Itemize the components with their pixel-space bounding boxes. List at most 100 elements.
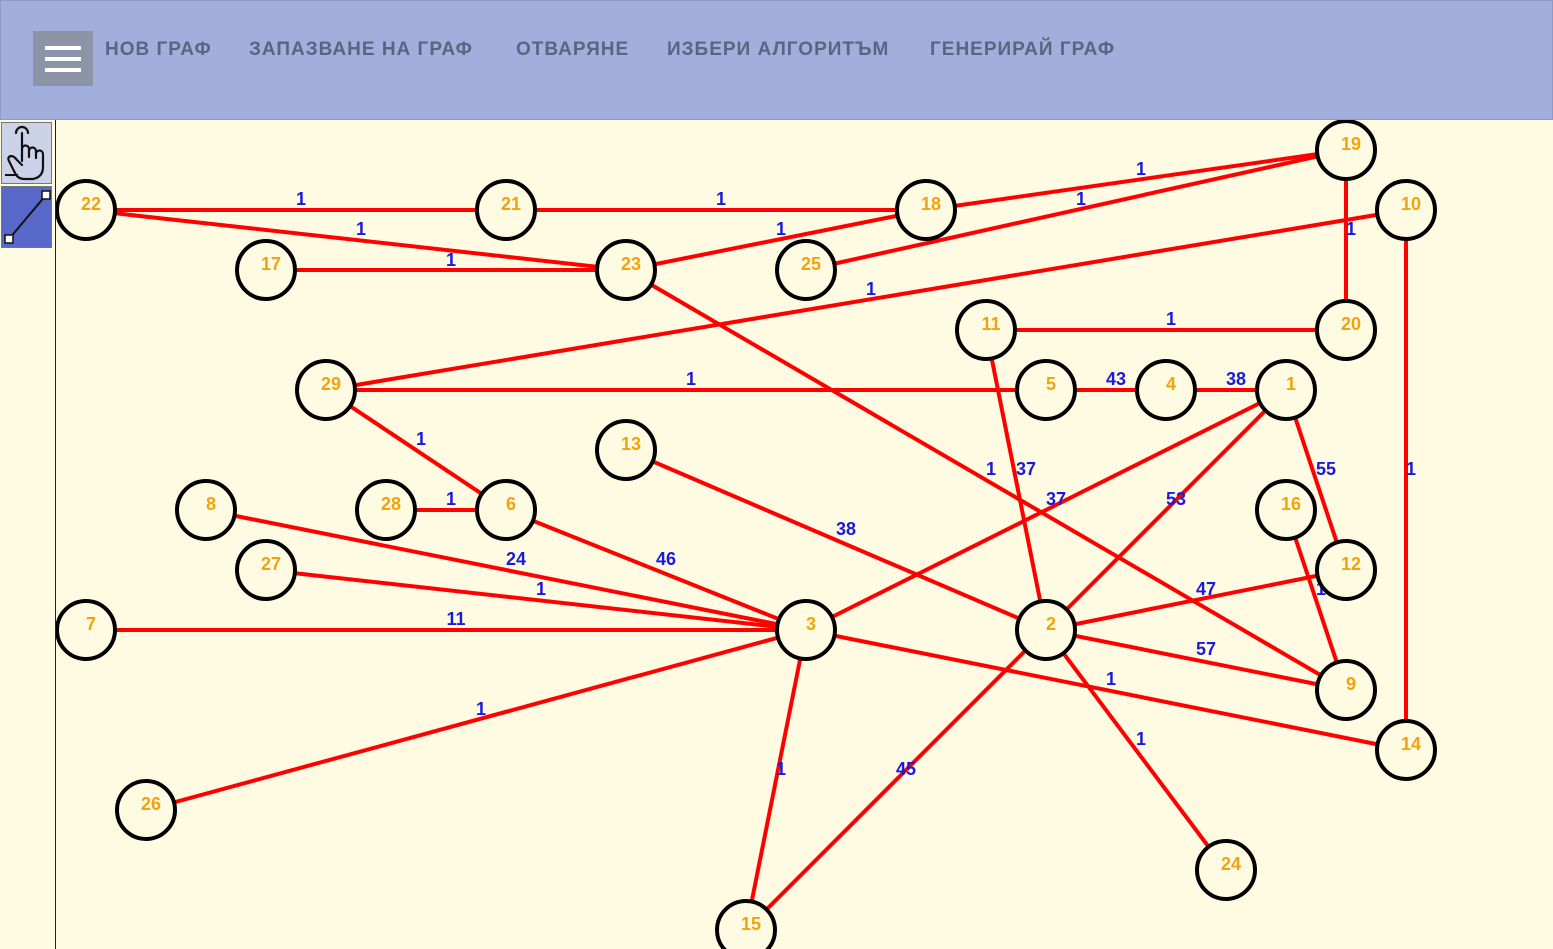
node-circle[interactable] (295, 359, 357, 421)
edge-25-19[interactable] (805, 148, 1347, 272)
graph-node-21[interactable]: 21 (475, 179, 537, 241)
edge-weight-label: 55 (1316, 459, 1336, 479)
edge-1-2[interactable] (1044, 388, 1288, 632)
graph-node-24[interactable]: 24 (1195, 839, 1257, 901)
node-circle[interactable] (475, 179, 537, 241)
graph-node-4[interactable]: 4 (1135, 359, 1197, 421)
node-circle[interactable] (715, 899, 777, 949)
node-circle[interactable] (1315, 120, 1377, 181)
node-circle[interactable] (355, 479, 417, 541)
edge-2-9[interactable] (1045, 628, 1347, 692)
graph-node-13[interactable]: 13 (595, 419, 657, 481)
node-label: 27 (261, 554, 281, 574)
edge-22-23[interactable] (85, 208, 627, 272)
edge-16-9[interactable] (1284, 509, 1348, 691)
graph-node-27[interactable]: 27 (235, 539, 297, 601)
node-circle[interactable] (1375, 719, 1437, 781)
graph-node-15[interactable]: 15 (715, 899, 777, 949)
node-circle[interactable] (955, 299, 1017, 361)
edge-23-9[interactable] (624, 268, 1348, 692)
draw-edge-tool-button[interactable] (1, 186, 52, 248)
open-button[interactable]: ОТВАРЯНЕ (516, 39, 630, 60)
graph-node-25[interactable]: 25 (775, 239, 837, 301)
graph-node-5[interactable]: 5 (1015, 359, 1077, 421)
graph-node-16[interactable]: 16 (1255, 479, 1317, 541)
node-circle[interactable] (895, 179, 957, 241)
generate-graph-button[interactable]: ГЕНЕРИРАЙ ГРАФ (930, 39, 1116, 60)
edge-weight-label: 38 (836, 519, 856, 539)
edge-weight-label: 1 (416, 429, 426, 449)
graph-node-8[interactable]: 8 (175, 479, 237, 541)
top-toolbar: НОВ ГРАФ ЗАПАЗВАНЕ НА ГРАФ ОТВАРЯНЕ ИЗБЕ… (0, 0, 1553, 120)
graph-node-28[interactable]: 28 (355, 479, 417, 541)
graph-node-6[interactable]: 6 (475, 479, 537, 541)
edge-26-3[interactable] (145, 628, 807, 812)
node-circle[interactable] (175, 479, 237, 541)
node-circle[interactable] (235, 239, 297, 301)
graph-node-11[interactable]: 11 (955, 299, 1017, 361)
node-circle[interactable] (595, 239, 657, 301)
node-circle[interactable] (1195, 839, 1257, 901)
node-circle[interactable] (1315, 539, 1377, 601)
edge-29-6[interactable] (324, 388, 508, 512)
graph-node-10[interactable]: 10 (1375, 179, 1437, 241)
edge-11-2[interactable] (984, 329, 1048, 631)
graph-node-29[interactable]: 29 (295, 359, 357, 421)
menu-button[interactable] (33, 31, 93, 86)
edge-3-15[interactable] (744, 629, 808, 931)
edge-1-3[interactable] (805, 388, 1287, 632)
edge-8-3[interactable] (205, 508, 807, 632)
graph-node-7[interactable]: 7 (56, 599, 117, 661)
graph-node-17[interactable]: 17 (235, 239, 297, 301)
edge-18-19[interactable] (925, 148, 1347, 212)
edge-27-3[interactable] (265, 568, 807, 632)
node-circle[interactable] (235, 539, 297, 601)
new-graph-button[interactable]: НОВ ГРАФ (105, 39, 212, 60)
graph-node-2[interactable]: 2 (1015, 599, 1077, 661)
node-circle[interactable] (1255, 479, 1317, 541)
node-label: 2 (1046, 614, 1056, 634)
graph-node-3[interactable]: 3 (775, 599, 837, 661)
graph-node-14[interactable]: 14 (1375, 719, 1437, 781)
node-circle[interactable] (1015, 599, 1077, 661)
node-circle[interactable] (1315, 659, 1377, 721)
edge-23-18[interactable] (625, 208, 927, 272)
node-circle[interactable] (775, 239, 837, 301)
node-circle[interactable] (775, 599, 837, 661)
node-circle[interactable] (1375, 179, 1437, 241)
graph-node-19[interactable]: 19 (1315, 120, 1377, 181)
node-circle[interactable] (1255, 359, 1317, 421)
edge-weight-label: 1 (986, 459, 996, 479)
edge-weight-label: 1 (866, 279, 876, 299)
select-tool-button[interactable] (1, 122, 52, 184)
node-circle[interactable] (1315, 299, 1377, 361)
node-circle[interactable] (115, 779, 177, 841)
edge-2-24[interactable] (1044, 628, 1228, 872)
graph-node-9[interactable]: 9 (1315, 659, 1377, 721)
graph-node-18[interactable]: 18 (895, 179, 957, 241)
graph-node-12[interactable]: 12 (1315, 539, 1377, 601)
graph-node-1[interactable]: 1 (1255, 359, 1317, 421)
node-circle[interactable] (56, 179, 117, 241)
edge-3-14[interactable] (805, 628, 1407, 752)
node-circle[interactable] (1135, 359, 1197, 421)
node-label: 21 (501, 194, 521, 214)
edge-6-3[interactable] (505, 508, 807, 632)
edge-2-15[interactable] (744, 628, 1048, 932)
node-circle[interactable] (595, 419, 657, 481)
graph-node-20[interactable]: 20 (1315, 299, 1377, 361)
choose-algorithm-button[interactable]: ИЗБЕРИ АЛГОРИТЪМ (667, 39, 890, 60)
node-circle[interactable] (475, 479, 537, 541)
edge-29-10[interactable] (325, 208, 1407, 392)
node-circle[interactable] (56, 599, 117, 661)
node-circle[interactable] (1015, 359, 1077, 421)
graph-node-23[interactable]: 23 (595, 239, 657, 301)
node-label: 23 (621, 254, 641, 274)
graph-node-22[interactable]: 22 (56, 179, 117, 241)
save-graph-button[interactable]: ЗАПАЗВАНЕ НА ГРАФ (249, 39, 473, 60)
graph-node-26[interactable]: 26 (115, 779, 177, 841)
edge-2-12[interactable] (1045, 568, 1347, 632)
edge-1-12[interactable] (1284, 389, 1348, 571)
edge-13-2[interactable] (625, 448, 1047, 632)
